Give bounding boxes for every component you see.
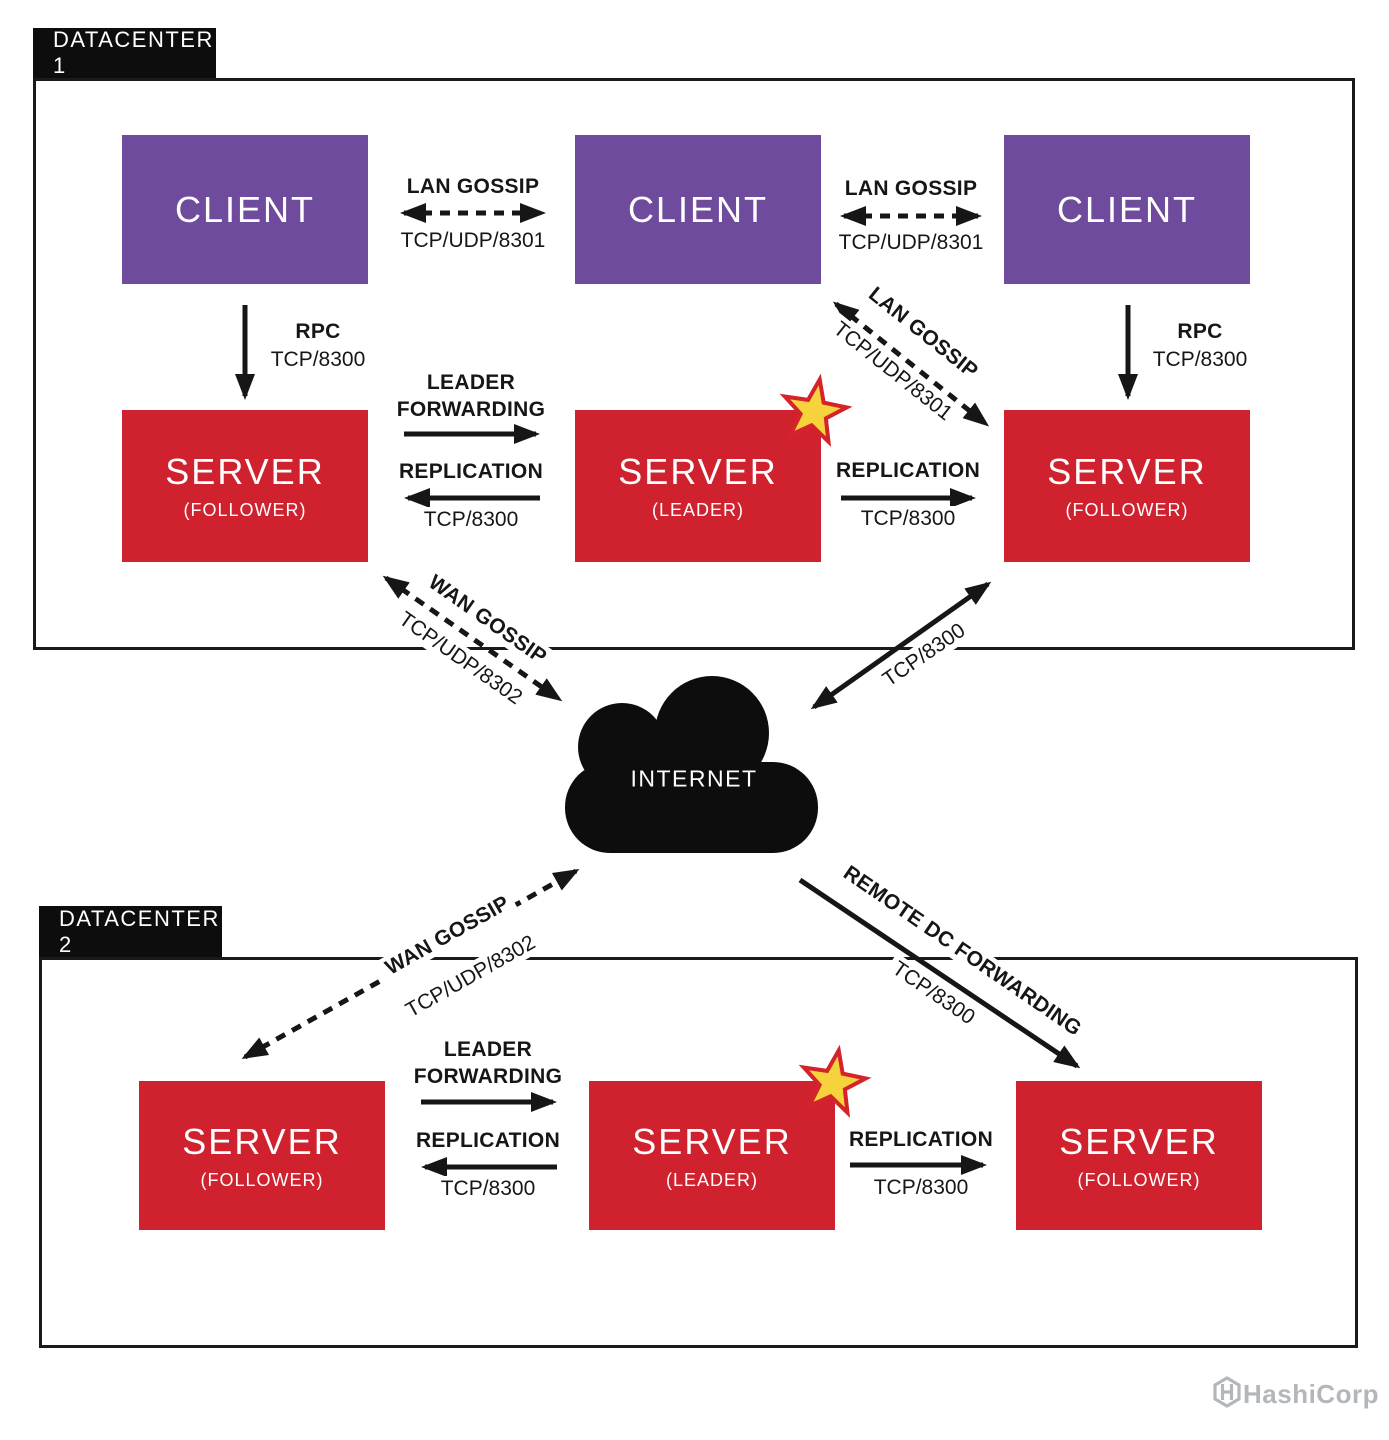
dc2-leader-forwarding-line2: FORWARDING [408, 1064, 568, 1090]
rpc-left-title: RPC [290, 319, 346, 345]
datacenter1-frame [33, 78, 1355, 650]
lan-gossip-right-port: TCP/UDP/8301 [833, 230, 989, 256]
dc2-leader-forwarding-line1: LEADER [438, 1037, 538, 1063]
rpc-left-port: TCP/8300 [265, 347, 371, 373]
dc1-client-1: CLIENT [122, 135, 368, 284]
lan-gossip-right-title: LAN GOSSIP [839, 176, 983, 202]
dc2-server-2-role: (LEADER) [665, 1169, 758, 1190]
dc2-replication-right-port: TCP/8300 [868, 1175, 974, 1201]
datacenter1-tab: DATACENTER 1 [33, 27, 216, 78]
dc1-server-3-role: (FOLLOWER) [1065, 500, 1189, 520]
dc2-server-1-role: (FOLLOWER) [200, 1169, 324, 1190]
dc2-replication-left-port: TCP/8300 [435, 1176, 541, 1202]
dc1-leader-forwarding-line1: LEADER [421, 370, 521, 396]
dc1-replication-left-title: REPLICATION [393, 459, 549, 485]
dc2-server-follower-2: SERVER (FOLLOWER) [1016, 1081, 1262, 1230]
lan-gossip-left-port: TCP/UDP/8301 [395, 228, 551, 254]
dc1-client-1-label: CLIENT [174, 188, 316, 230]
dc2-server-1-label: SERVER [182, 1120, 342, 1162]
hashicorp-logo-icon [1213, 1376, 1241, 1408]
dc1-client-3: CLIENT [1004, 135, 1250, 284]
dc1-server-leader: SERVER (LEADER) [575, 410, 821, 562]
dc2-server-3-label: SERVER [1059, 1120, 1219, 1162]
dc1-server-follower-2: SERVER (FOLLOWER) [1004, 410, 1250, 562]
hashicorp-brand-text: HashiCorp [1243, 1379, 1379, 1409]
dc1-replication-right-title: REPLICATION [830, 458, 986, 484]
dc1-server-1-label: SERVER [165, 451, 325, 492]
hashicorp-brand: HashiCorp [1243, 1379, 1379, 1410]
dc2-server-follower-1: SERVER (FOLLOWER) [139, 1081, 385, 1230]
dc2-server-leader: SERVER (LEADER) [589, 1081, 835, 1230]
dc1-replication-left-port: TCP/8300 [418, 507, 524, 533]
internet-cloud-icon [565, 676, 818, 853]
internet-label: INTERNET [630, 765, 758, 792]
dc1-server-3-label: SERVER [1047, 451, 1207, 492]
dc1-server-2-label: SERVER [618, 451, 778, 492]
dc1-leader-forwarding-line2: FORWARDING [391, 397, 551, 423]
dc1-replication-right-port: TCP/8300 [855, 506, 961, 532]
datacenter2-frame [39, 957, 1358, 1348]
rpc-right-port: TCP/8300 [1147, 347, 1253, 373]
lan-gossip-left-title: LAN GOSSIP [401, 174, 545, 200]
dc1-server-2-role: (LEADER) [651, 500, 744, 520]
dc1-client-2-label: CLIENT [627, 188, 769, 230]
datacenter1-label: DATACENTER 1 [53, 27, 214, 78]
rpc-right-title: RPC [1172, 319, 1228, 345]
dc2-server-2-label: SERVER [632, 1120, 792, 1162]
datacenter2-tab: DATACENTER 2 [39, 906, 222, 957]
dc1-server-follower-1: SERVER (FOLLOWER) [122, 410, 368, 562]
dc1-client-2: CLIENT [575, 135, 821, 284]
datacenter2-label: DATACENTER 2 [59, 905, 220, 957]
dc2-replication-left-title: REPLICATION [410, 1128, 566, 1154]
dc2-server-3-role: (FOLLOWER) [1077, 1169, 1201, 1190]
dc2-replication-right-title: REPLICATION [843, 1127, 999, 1153]
dc1-server-1-role: (FOLLOWER) [183, 500, 307, 520]
dc1-client-3-label: CLIENT [1056, 188, 1198, 230]
